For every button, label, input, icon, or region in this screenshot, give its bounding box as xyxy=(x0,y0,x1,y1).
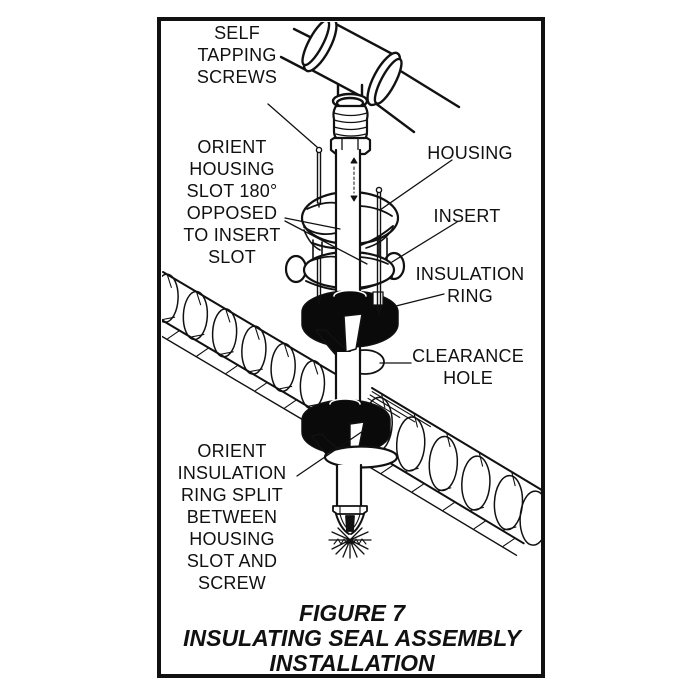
self-tapping-screw-left xyxy=(315,146,323,305)
label-line: INSERT xyxy=(433,206,501,226)
label-line: INSULATION xyxy=(415,264,525,284)
label-line: BETWEEN xyxy=(186,507,278,527)
leader-housing xyxy=(379,159,453,211)
sprinkler-head xyxy=(328,505,372,559)
self-tapping-screw-right xyxy=(375,186,383,316)
label-line: HOUSING xyxy=(189,159,275,179)
label-line: SCREWS xyxy=(196,67,278,87)
label-line: RING xyxy=(447,286,493,306)
caption-line-subtitle: INSTALLATION xyxy=(269,650,435,676)
label-orient-housing-slot: ORIENT HOUSING SLOT 180° OPPOSED TO INSE… xyxy=(183,136,280,268)
label-line: ORIENT xyxy=(197,137,267,157)
label-line: SLOT xyxy=(208,247,256,267)
pipe-marking xyxy=(350,157,358,202)
label-insert: INSERT xyxy=(434,205,501,227)
insulation-batt-left xyxy=(162,271,345,423)
leader-self-tapping-screws xyxy=(267,103,318,148)
insulation-ring-upper xyxy=(301,289,399,362)
label-line: SLOT AND xyxy=(186,551,278,571)
drop-pipe-lower xyxy=(335,463,363,508)
label-line: SLOT 180° xyxy=(186,181,278,201)
leader-lines xyxy=(267,103,458,477)
label-self-tapping-screws: SELF TAPPING SCREWS xyxy=(197,22,277,88)
label-orient-insulation-ring: ORIENT INSULATION RING SPLIT BETWEEN HOU… xyxy=(178,440,287,594)
leader-housing-slot-b xyxy=(284,220,368,265)
label-line: INSULATION xyxy=(177,463,287,483)
label-housing: HOUSING xyxy=(427,142,512,164)
label-line: HOUSING xyxy=(427,143,513,163)
label-line: HOLE xyxy=(443,368,493,388)
branch-pipe-and-tee xyxy=(279,22,461,134)
label-line: ORIENT xyxy=(197,441,267,461)
label-line: TAPPING xyxy=(197,45,277,65)
label-line: TO INSERT xyxy=(183,225,281,245)
label-insulation-ring: INSULATION RING xyxy=(416,263,525,307)
leader-insert xyxy=(391,221,458,263)
deflector xyxy=(328,527,372,559)
leader-insulation-ring xyxy=(395,293,445,307)
label-line: CLEARANCE xyxy=(412,346,524,366)
coupling-and-nut xyxy=(329,104,372,156)
figure-caption: FIGURE 7 INSULATING SEAL ASSEMBLY INSTAL… xyxy=(183,601,521,676)
leader-orient-insulation xyxy=(296,430,364,477)
label-line: HOUSING xyxy=(189,529,275,549)
label-line: SELF xyxy=(214,23,260,43)
label-line: SCREW xyxy=(198,573,266,593)
caption-line-figure-number: FIGURE 7 xyxy=(298,600,406,626)
label-clearance-hole: CLEARANCE HOLE xyxy=(412,345,524,389)
label-line: RING SPLIT xyxy=(180,485,284,505)
caption-line-title: INSULATING SEAL ASSEMBLY xyxy=(183,625,521,651)
leader-housing-slot-a xyxy=(284,217,341,230)
label-line: OPPOSED xyxy=(186,203,278,223)
